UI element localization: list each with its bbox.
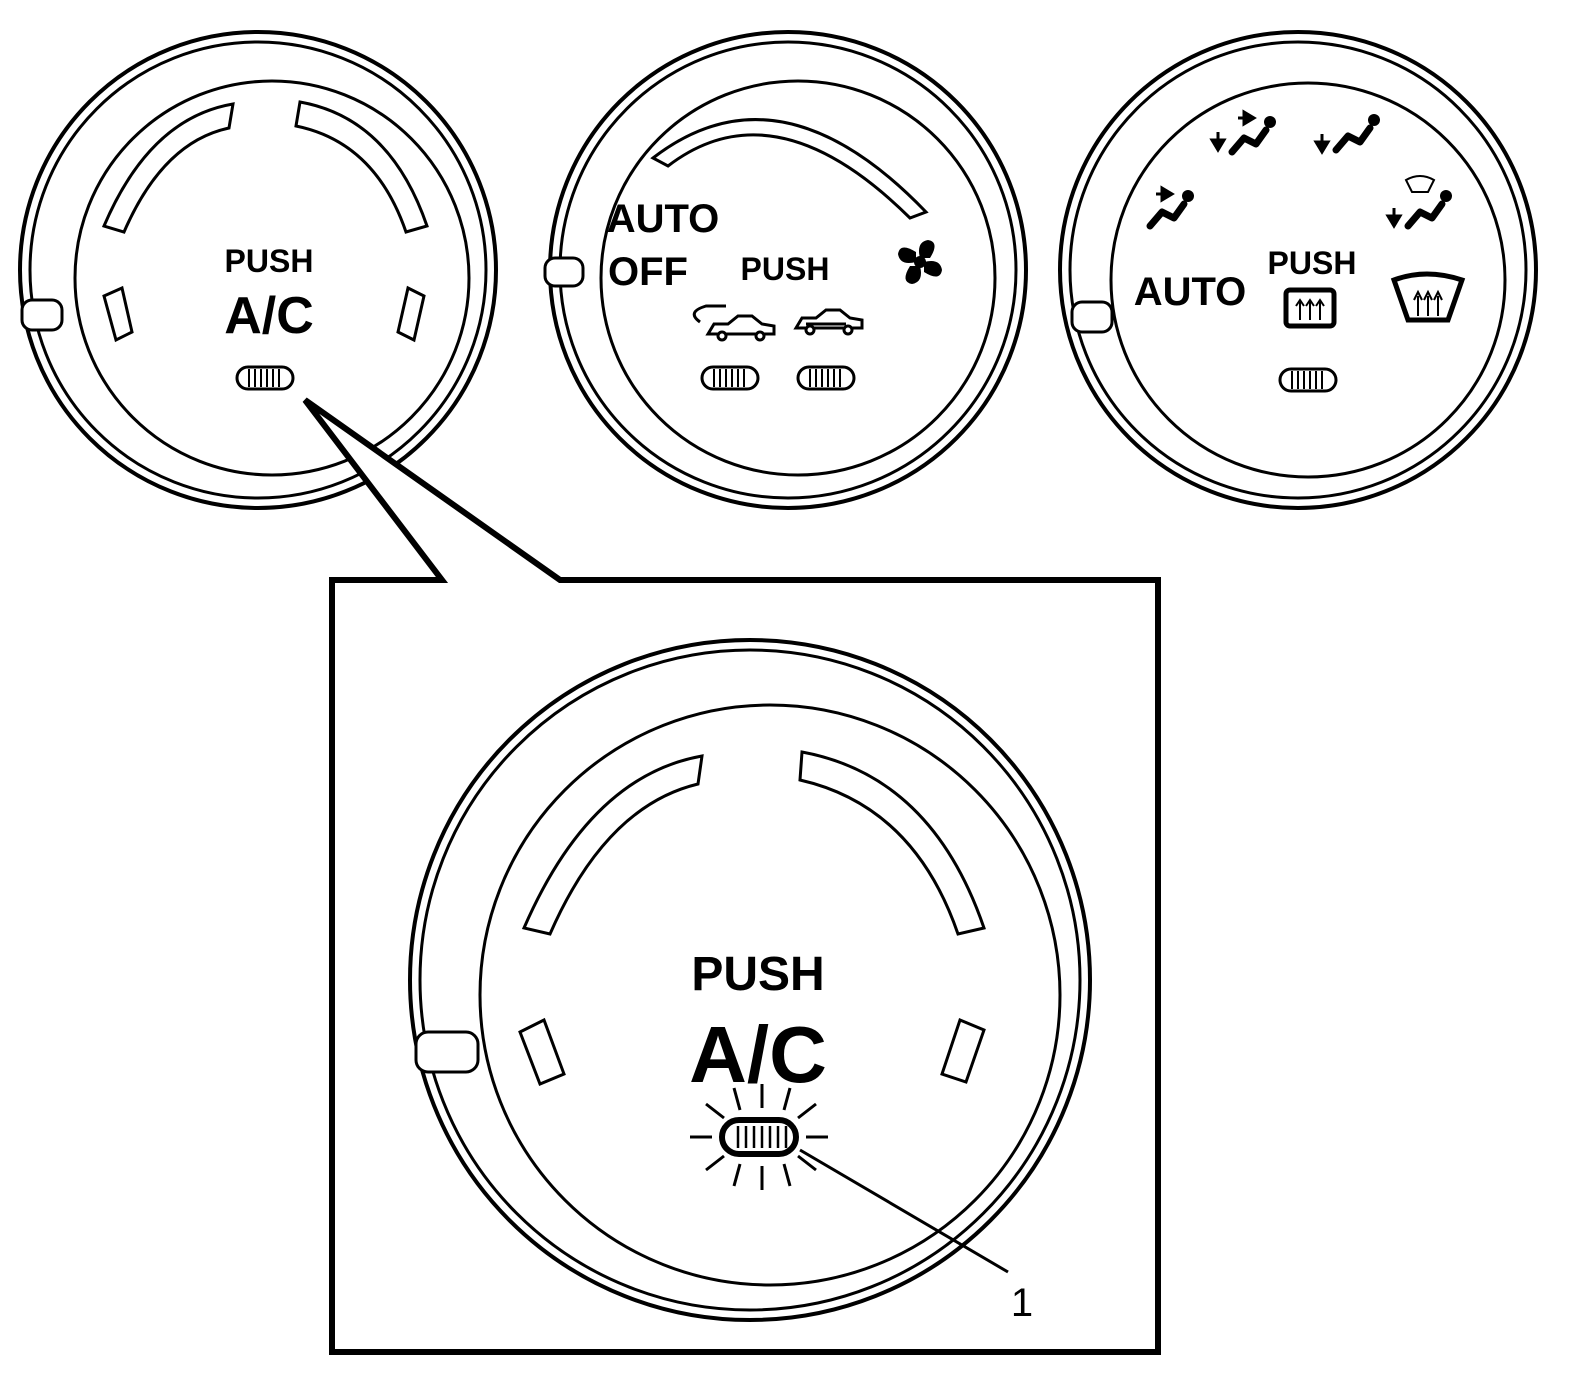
ac-knob[interactable]: PUSH A/C [18,30,498,510]
temp-mark-left [518,1017,566,1086]
defrost-foot-icon [1385,175,1452,226]
callout-number: 1 [1011,1281,1033,1325]
temp-arc-left [101,102,235,234]
ac-label: A/C [689,1010,827,1099]
temp-mark-right [940,1017,986,1084]
face-vent-icon [1150,185,1194,226]
off-label: OFF [608,250,688,294]
ac-indicator-led-lit [719,1117,799,1157]
fan-knob[interactable]: AUTO OFF PUSH [543,30,1028,510]
temp-arc-right [798,750,986,936]
led-glow-rays [690,1084,828,1190]
ac-label: A/C [224,287,314,345]
push-label: PUSH [741,251,830,287]
knob-tab [414,1030,480,1074]
temp-mark-left [102,285,134,343]
push-label: PUSH [225,243,314,279]
auto-label: AUTO [607,197,720,241]
push-label: PUSH [1268,245,1357,281]
rear-defrost-icon [1283,287,1337,329]
callout-frame [302,397,1161,1355]
temp-arc-left [521,754,704,936]
knob-tab [20,298,64,332]
foot-vent-icon [1313,114,1380,155]
temp-arc-right [294,100,429,234]
rear-defrost-indicator-led [1278,367,1338,393]
push-label: PUSH [691,948,824,1001]
mode-knob[interactable]: AUTO PUSH [1058,30,1538,510]
leader-line [799,1148,1009,1274]
ac-indicator-led [235,365,295,391]
fresh-air-indicator-led [796,365,856,391]
fresh-air-icon [794,308,864,336]
recirculate-air-icon [692,304,776,342]
recirculate-indicator-led [700,365,760,391]
temp-mark-right [396,285,426,343]
windshield-defrost-icon [1390,271,1466,323]
ac-knob-enlarged[interactable]: PUSH A/C [408,638,1092,1322]
fan-icon [898,240,942,284]
bi-level-vent-icon [1209,109,1276,152]
knob-tab [543,256,585,288]
auto-label: AUTO [1134,270,1247,314]
fan-speed-arc [650,118,929,220]
knob-tab [1070,300,1114,334]
